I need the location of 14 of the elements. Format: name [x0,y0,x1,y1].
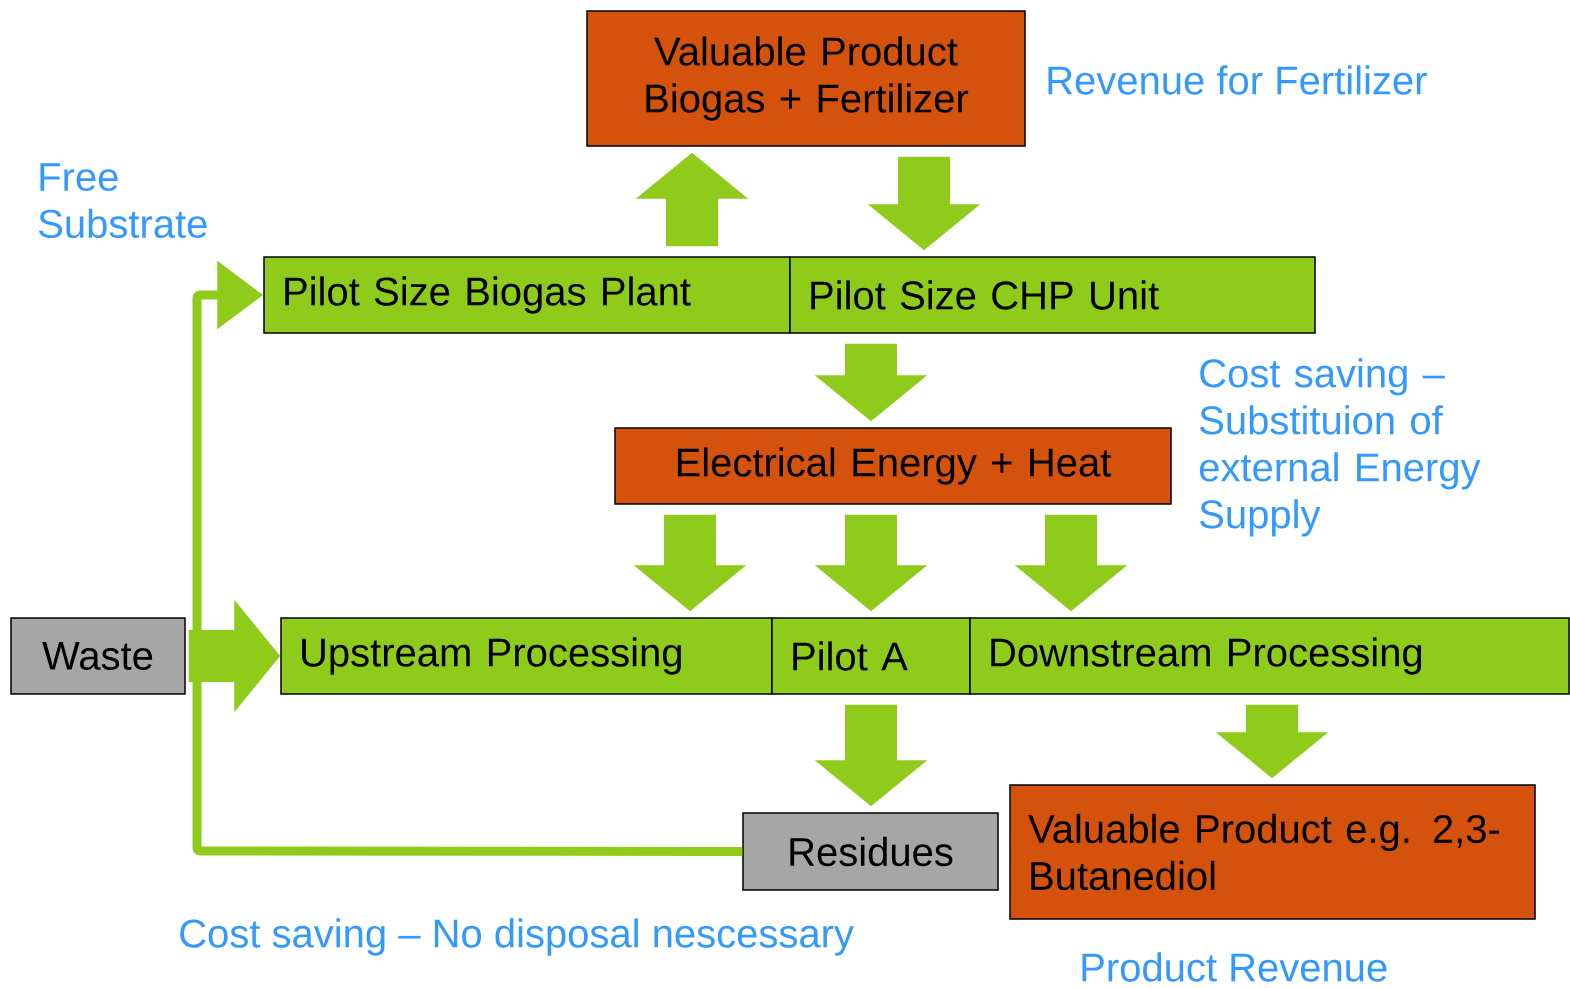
process-box: Pilot A [771,617,971,695]
product-box: Electrical Energy + Heat [614,427,1172,505]
product-box: Valuable Product e.g. 2,3-Butanediol [1009,784,1536,920]
process-box: Pilot Size Biogas Plant [263,256,791,334]
process-box: Pilot Size CHP Unit [789,256,1316,334]
material-box: Residues [742,812,999,891]
annotation-text: Product Revenue [1082,952,1387,982]
annotation-text: Cost saving – No disposal nescessary [180,918,854,956]
annotation-text: Cost saving – Substituion of external Energy Supply [1199,358,1481,537]
material-box: Waste [10,617,186,695]
arrow [192,260,743,856]
product-box: Valuable Product Biogas + Fertilizer [586,10,1026,147]
annotation-text: Free Substrate [39,163,207,239]
annotation-text: Revenue for Fertilizer [1048,65,1427,95]
